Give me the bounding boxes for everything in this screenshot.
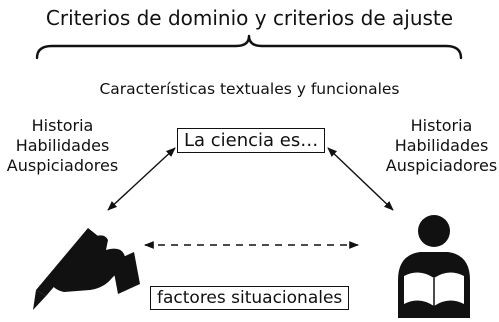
left-list-item-historia: Historia [31,116,94,135]
diagram-subtitle: Características textuales y funcionales [99,80,400,98]
arrow-writer-to-center [107,147,176,211]
diagram-title: Criterios de dominio y criterios de ajus… [45,6,454,30]
arrow-center-to-reader [327,147,394,211]
left-list: Historia Habilidades Auspiciadores [5,116,120,176]
hand-writing-with-pen-icon [33,228,140,310]
right-list-item-historia: Historia [410,116,473,135]
curly-brace [35,34,463,60]
bottom-box-factores: factores situacionales [150,286,350,310]
right-list: Historia Habilidades Auspiciadores [384,116,499,176]
left-list-item-auspiciadores: Auspiciadores [6,156,119,175]
person-reading-book-icon [398,215,470,318]
right-list-item-habilidades: Habilidades [394,136,489,155]
left-list-item-habilidades: Habilidades [15,136,110,155]
center-box-la-ciencia: La ciencia es… [177,128,326,153]
right-list-item-auspiciadores: Auspiciadores [385,156,498,175]
